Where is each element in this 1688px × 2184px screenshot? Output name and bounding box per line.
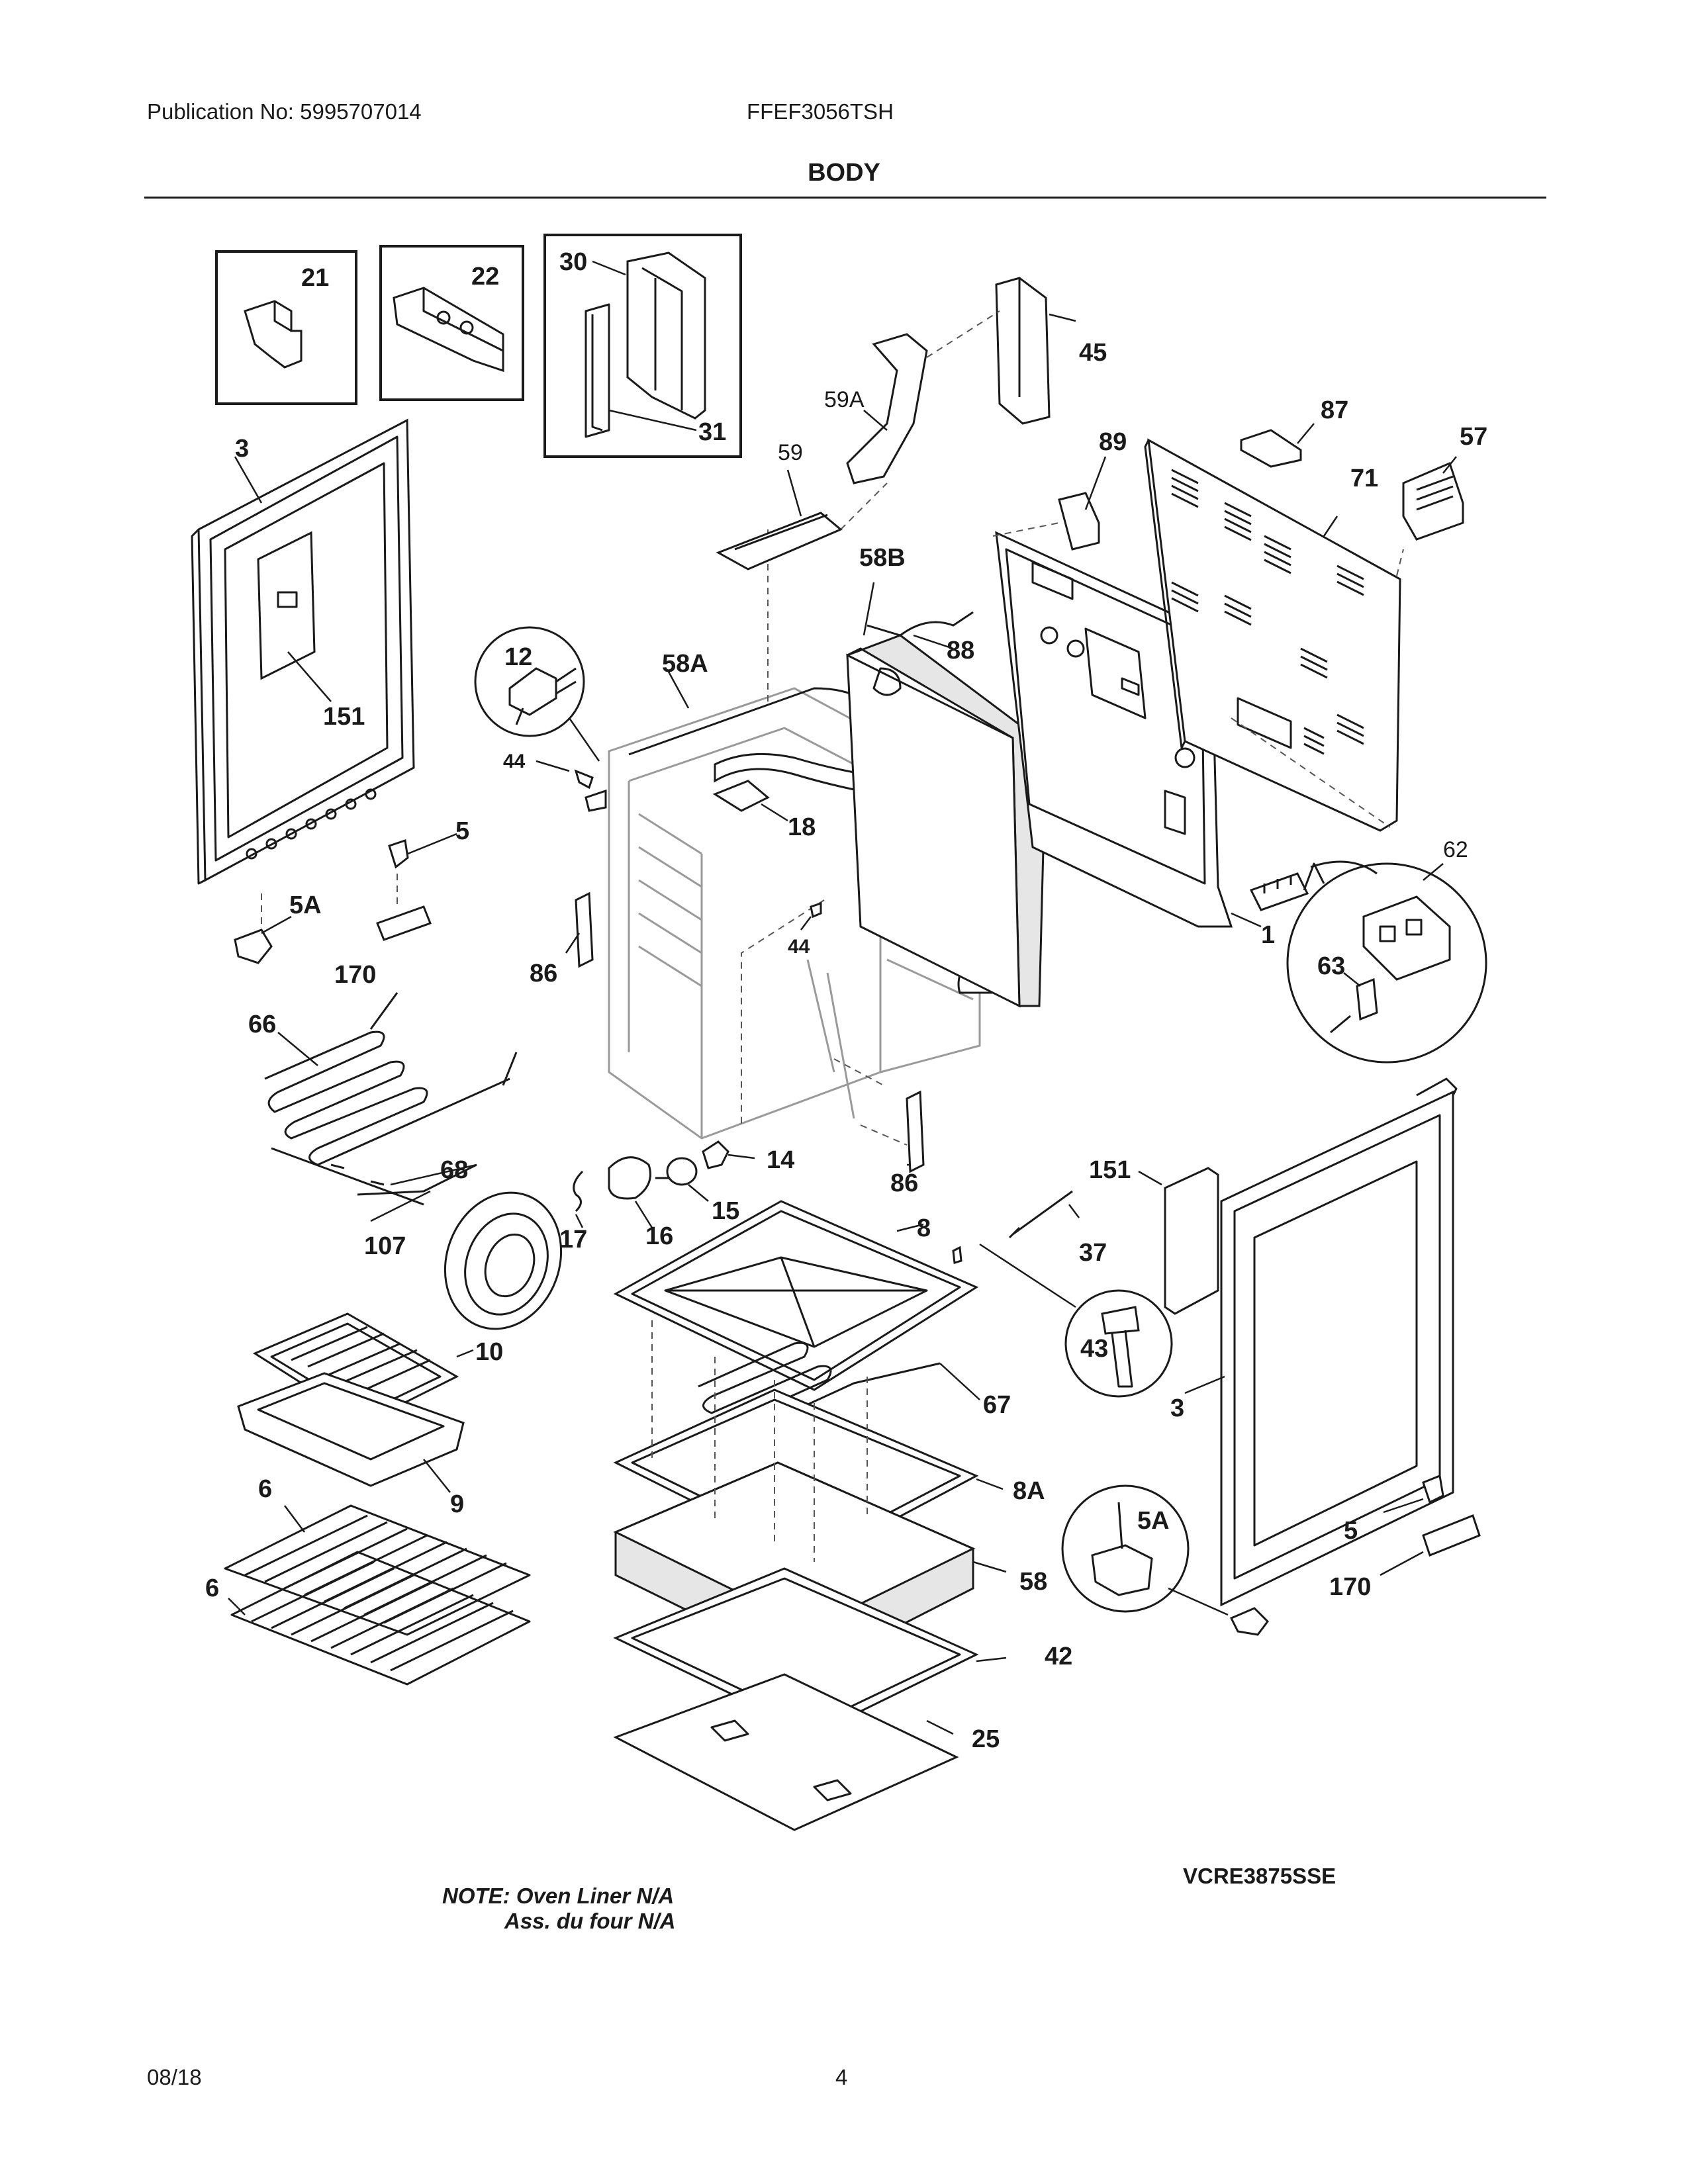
callout-6-bottom: 6 <box>205 1574 219 1602</box>
oven-bottom-stack <box>613 1200 1007 1831</box>
callout-labels: 21 22 30 31 45 59A 59 87 57 89 71 3 58B … <box>205 248 1487 1753</box>
callout-68: 68 <box>440 1156 468 1184</box>
callout-5-left: 5 <box>455 817 469 845</box>
callout-44-mid: 44 <box>788 936 810 958</box>
callout-59: 59 <box>778 440 803 465</box>
callout-43: 43 <box>1080 1335 1108 1363</box>
callout-6-top: 6 <box>258 1475 272 1503</box>
callout-5A-right: 5A <box>1137 1507 1170 1535</box>
callout-45: 45 <box>1079 339 1107 367</box>
callout-170-right: 170 <box>1329 1573 1371 1601</box>
vent-louvers <box>1171 469 1364 755</box>
inset-part-21 <box>215 250 357 405</box>
callout-58A: 58A <box>662 650 708 678</box>
callout-107: 107 <box>364 1232 406 1260</box>
title-rule <box>144 197 1546 199</box>
brackets-86 <box>565 891 925 1173</box>
callout-9: 9 <box>450 1490 464 1518</box>
callout-10: 10 <box>475 1338 503 1366</box>
callout-88: 88 <box>947 637 974 664</box>
callout-89: 89 <box>1099 428 1127 456</box>
callout-63: 63 <box>1317 952 1345 980</box>
callout-22: 22 <box>471 263 499 291</box>
callout-58: 58 <box>1019 1568 1047 1596</box>
inset-parts-30-31 <box>543 234 742 458</box>
callout-16: 16 <box>645 1222 673 1250</box>
callout-14: 14 <box>767 1146 794 1174</box>
callout-37: 37 <box>1079 1239 1107 1267</box>
publication-number: Publication No: 5995707014 <box>147 99 422 124</box>
model-number: FFEF3056TSH <box>747 99 894 124</box>
callout-42: 42 <box>1045 1643 1072 1670</box>
leveler-parts-left <box>234 833 457 964</box>
insulation-rear <box>846 582 1047 1008</box>
callout-17: 17 <box>559 1226 587 1253</box>
callout-67: 67 <box>983 1391 1011 1419</box>
callout-71: 71 <box>1350 465 1378 492</box>
callout-18: 18 <box>788 813 816 841</box>
page-title: BODY <box>808 159 880 187</box>
bracket-18 <box>712 780 788 822</box>
lamp-parts <box>573 1140 755 1228</box>
page-number: 4 <box>835 2065 848 2089</box>
footer-date: 08/18 <box>147 2065 202 2089</box>
callout-151-right: 151 <box>1089 1156 1131 1184</box>
callout-5-right: 5 <box>1344 1517 1358 1545</box>
callout-15: 15 <box>712 1197 739 1225</box>
callout-21: 21 <box>301 264 329 292</box>
callout-8A: 8A <box>1013 1477 1045 1505</box>
note-line-1: NOTE: Oven Liner N/A <box>442 1884 675 1908</box>
side-panel-right <box>1184 1077 1458 1607</box>
callout-1: 1 <box>1261 921 1275 949</box>
callout-12: 12 <box>504 643 532 671</box>
bracket-89 <box>992 456 1107 551</box>
callout-86-right: 86 <box>890 1169 918 1197</box>
fan-cover <box>444 1191 563 1330</box>
callout-5A-left: 5A <box>289 891 322 919</box>
callout-58B: 58B <box>859 544 906 572</box>
broil-element <box>264 992 518 1222</box>
top-vent-parts <box>716 277 1076 570</box>
callout-86-left: 86 <box>530 960 557 987</box>
side-panel-left <box>191 418 415 885</box>
oven-racks <box>224 1504 531 1686</box>
terminal-block-detail <box>1249 860 1487 1064</box>
callout-3-left: 3 <box>235 435 249 463</box>
callout-62: 62 <box>1443 837 1468 862</box>
callout-31: 31 <box>698 418 726 446</box>
light-socket-detail <box>474 626 607 812</box>
right-side-hardware <box>952 1167 1219 1398</box>
callout-87: 87 <box>1321 396 1348 424</box>
callout-57: 57 <box>1460 423 1487 451</box>
callout-151-left: 151 <box>323 703 365 731</box>
back-cover <box>1144 423 1464 832</box>
callout-25: 25 <box>972 1725 1000 1753</box>
callout-44-top: 44 <box>503 751 526 772</box>
callout-3-right: 3 <box>1170 1394 1184 1422</box>
note-line-2: Ass. du four N/A <box>504 1909 676 1933</box>
diagram-code: VCRE3875SSE <box>1183 1864 1336 1888</box>
callout-170-left: 170 <box>334 961 376 989</box>
inset-part-22 <box>379 245 524 401</box>
callout-8: 8 <box>917 1214 931 1242</box>
callout-66: 66 <box>248 1011 276 1038</box>
leveler-parts-right <box>1061 1474 1481 1636</box>
broiler-pan <box>237 1312 474 1493</box>
callout-59A: 59A <box>824 387 865 412</box>
callout-30: 30 <box>559 248 587 276</box>
